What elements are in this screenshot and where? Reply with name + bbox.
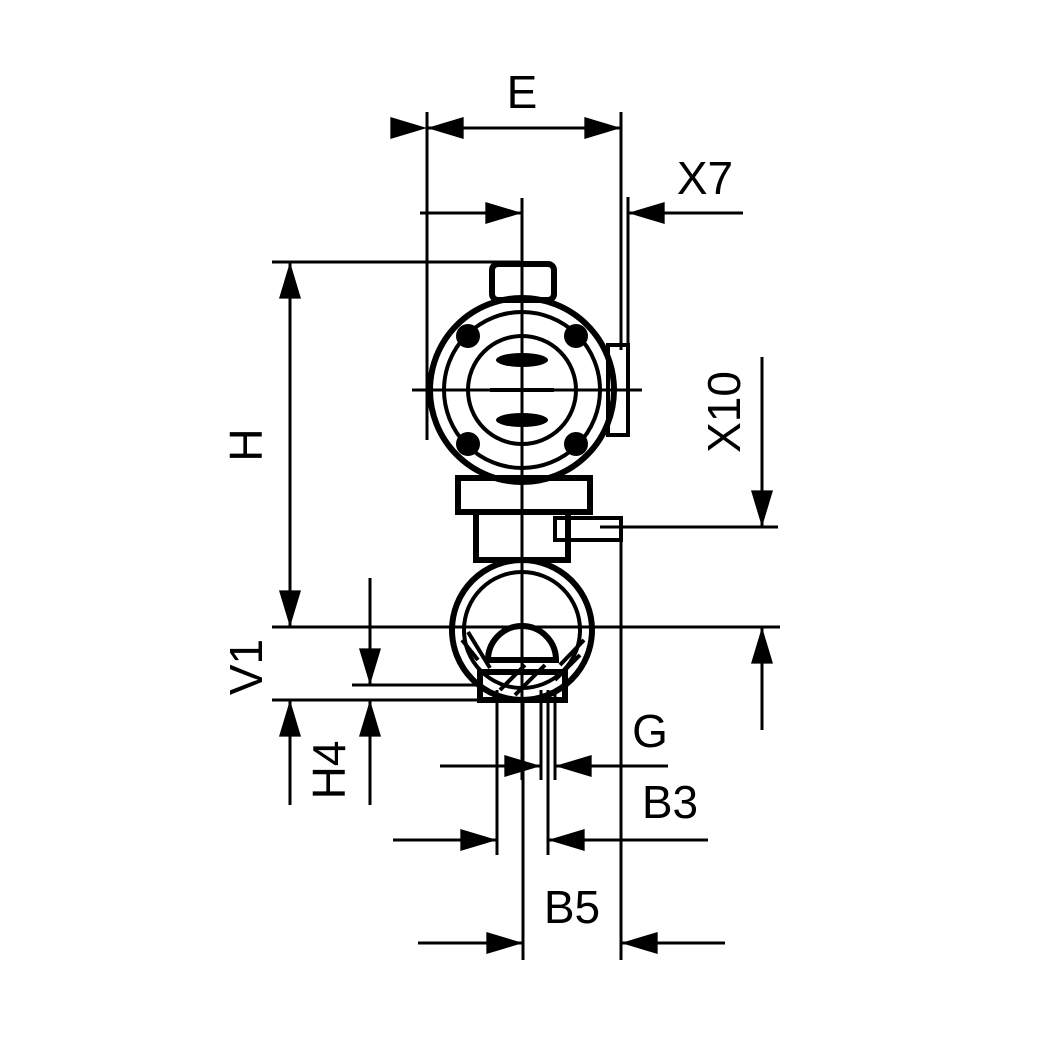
label-H4: H4: [303, 741, 355, 800]
extension-lines: [272, 112, 780, 960]
housing-bolts: [456, 324, 588, 456]
dimension-lines: [279, 117, 773, 954]
label-G: G: [632, 705, 668, 757]
label-B3: B3: [642, 776, 698, 828]
transmitter-body: [427, 261, 630, 703]
label-E: E: [507, 66, 538, 118]
label-X10: X10: [698, 371, 750, 453]
label-H: H: [220, 428, 272, 461]
label-X7: X7: [677, 152, 733, 204]
label-B5: B5: [544, 881, 600, 933]
side-fitting: [553, 516, 623, 542]
label-V1: V1: [220, 639, 272, 695]
